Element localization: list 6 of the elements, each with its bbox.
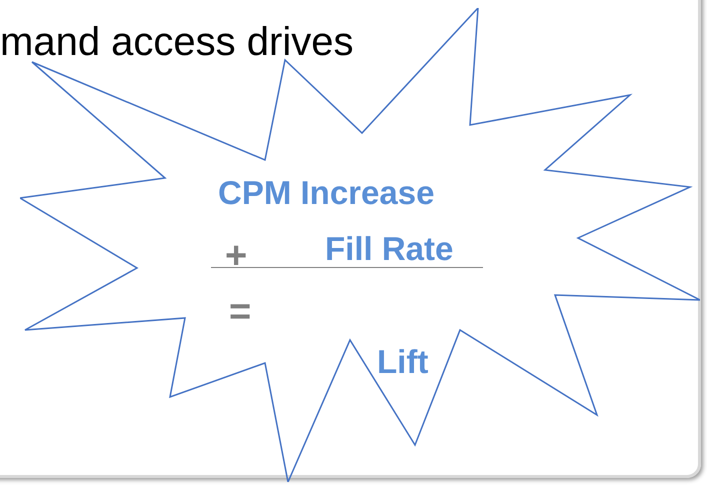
result-text: Lift: [377, 343, 428, 381]
equals-sign: =: [229, 291, 252, 335]
plus-sign: +: [225, 235, 248, 279]
heading-text: CPM Increase: [218, 174, 434, 212]
heading-text: mand access drives: [0, 19, 354, 66]
heading-text: Fill Rate: [325, 230, 454, 268]
